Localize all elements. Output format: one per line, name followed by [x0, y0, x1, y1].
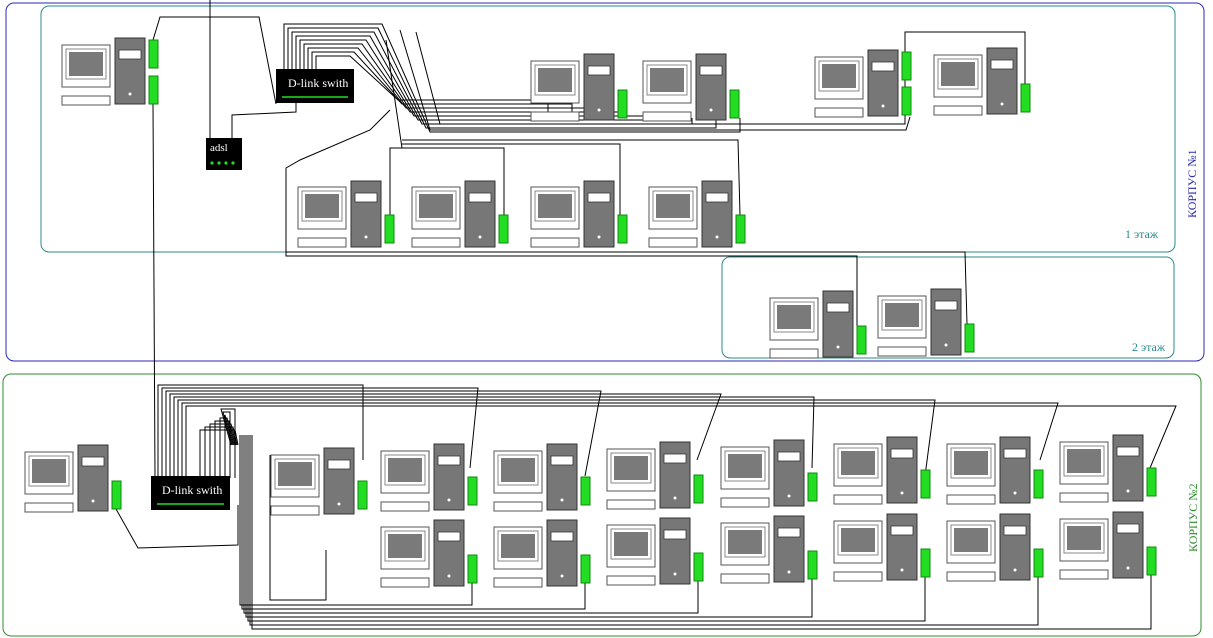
cable-modem-switch — [231, 103, 297, 138]
cable-f1b-1 — [385, 39, 403, 215]
computer-admin — [61, 37, 159, 106]
computer-f1-top-2 — [642, 53, 740, 122]
switch2-label: D-link swith — [162, 483, 222, 497]
cable-b2r1-1 — [157, 384, 364, 478]
computer-f1-right-1 — [814, 49, 912, 118]
computer-b2-row2-2 — [493, 519, 591, 588]
switch2: D-link swith — [151, 476, 230, 510]
cable-f2-2 — [286, 251, 968, 325]
computer-b2-row2-5 — [833, 513, 931, 582]
cable-b2r1-4 — [169, 393, 722, 478]
floor1-label: 1 этаж — [1125, 227, 1159, 241]
cable-b2r1-7 — [181, 402, 1059, 478]
cable-f2-1 — [285, 109, 858, 326]
building2-label: КОРПУС №2 — [1186, 483, 1200, 552]
cable-f1b-2 — [402, 147, 505, 215]
computer-b2-row1-4 — [606, 441, 704, 510]
cable-b2r1-8 — [185, 405, 1177, 478]
computer-b2-row1-7 — [946, 436, 1044, 505]
cable-b2r2-6 — [249, 435, 1039, 626]
cable-admin-switch — [152, 16, 277, 105]
cable-b2-admin — [115, 505, 239, 549]
cable-b2r1-3 — [165, 390, 602, 478]
computer-b2-row1-6 — [833, 436, 931, 505]
cable-b2-bundle-4 — [214, 420, 236, 478]
computer-b2-row2-3 — [606, 517, 704, 586]
computer-f2-1 — [769, 290, 867, 359]
computer-b2-row1-2 — [380, 443, 478, 512]
cable-switch1-8 — [311, 51, 573, 118]
floor2-frame — [721, 256, 1175, 359]
cable-b2r1-6 — [177, 399, 936, 478]
cable-b1-b2 — [152, 103, 156, 479]
cable-b2r2-7 — [251, 435, 1152, 630]
cable-b2-bundle-7 — [222, 411, 233, 478]
computer-b2-row1-8 — [1059, 434, 1157, 503]
computer-f2-2 — [877, 288, 975, 357]
computer-f1-bottom-4 — [648, 180, 746, 248]
floor2-label: 2 этаж — [1132, 340, 1166, 354]
computer-b2-row2-1 — [380, 519, 478, 588]
cable-f1b-3 — [402, 143, 621, 215]
modem-label: adsl — [210, 142, 228, 154]
computer-b2-admin — [24, 444, 122, 513]
building1-label: КОРПУС №1 — [1185, 149, 1199, 218]
cable-b2r1-2 — [161, 387, 479, 478]
computer-f1-top-1 — [530, 53, 628, 122]
computer-b2-row2-7 — [1059, 511, 1157, 580]
computer-b2-row2-4 — [720, 515, 818, 584]
cable-b2r2-3 — [243, 435, 699, 614]
cable-layer — [115, 0, 1177, 630]
cable-b2r2-2 — [241, 435, 586, 610]
cable-b2r1-5 — [173, 396, 815, 478]
building1-frame — [5, 2, 1205, 362]
computer-f1-bottom-2 — [411, 180, 509, 248]
computer-f1-bottom-3 — [530, 180, 628, 248]
cable-b2r2-5 — [247, 435, 926, 622]
cable-b2r2-1 — [239, 435, 473, 606]
cable-f1b-4 — [402, 139, 741, 216]
node-layer — [24, 37, 1157, 588]
switch1: D-link swith — [276, 69, 354, 103]
computer-f1-right-2 — [933, 47, 1031, 116]
cable-b2r1-first — [269, 455, 327, 601]
cable-to-right-1 — [399, 29, 911, 131]
computer-b2-row1-3 — [493, 443, 591, 512]
cable-b2-bundle-1 — [199, 429, 239, 478]
adsl-modem: adsl — [206, 138, 242, 170]
cable-switch1-2 — [287, 27, 717, 129]
cable-switch1-3 — [291, 31, 693, 125]
computer-b2-row2-6 — [946, 513, 1044, 582]
cable-b2-bundle-8 — [220, 408, 236, 478]
switch1-label: D-link swith — [288, 76, 348, 90]
computer-b2-row1-5 — [720, 439, 818, 508]
building2-frame — [2, 373, 1202, 637]
cable-b2r2-4 — [245, 435, 813, 618]
computer-f1-bottom-1 — [297, 180, 395, 248]
computer-b2-row1-1 — [270, 447, 368, 516]
